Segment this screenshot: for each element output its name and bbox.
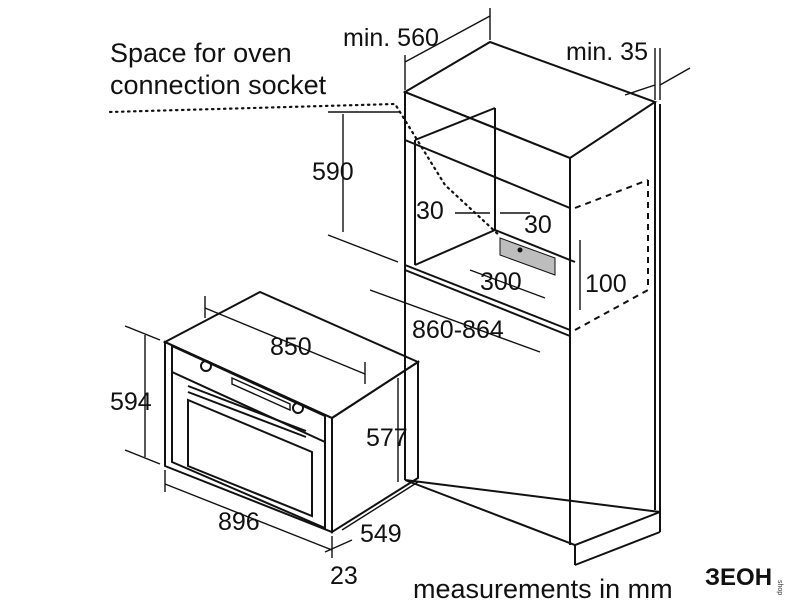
cabinet-bottom [404, 479, 661, 547]
dim-896-line [164, 483, 333, 551]
oven [162, 290, 421, 534]
upper-inner-line [414, 107, 496, 141]
dim-549: 549 [360, 520, 402, 548]
oven-display [231, 376, 291, 412]
dim-850: 850 [270, 333, 312, 361]
hidden-edge-bottom [574, 289, 649, 331]
oven-window [187, 398, 313, 518]
dim-min-560: min. 560 [343, 24, 439, 52]
dim-300: 300 [480, 268, 522, 296]
oven-handle-2 [187, 391, 307, 438]
dim-549-line [341, 481, 419, 531]
oven-front-inner [171, 344, 326, 530]
dim-100: 100 [585, 270, 627, 298]
logo-text: ЗЕОН [705, 564, 772, 591]
dim-35-line-a [624, 84, 656, 96]
oven-side [331, 360, 419, 534]
dim-594-ext-top [124, 325, 161, 341]
dim-35-line-b [659, 67, 691, 86]
oven-front [164, 340, 333, 534]
oven-knob-right [292, 402, 304, 414]
dim-560-line [404, 15, 491, 63]
dim-594: 594 [110, 388, 152, 416]
dim-30-right: 30 [524, 211, 552, 239]
dim-860-864: 860-864 [412, 316, 504, 344]
oven-knob-left [200, 360, 212, 372]
niche-floor-front [404, 264, 571, 331]
dim-23-line [324, 539, 353, 553]
logo-tag: shop [776, 580, 783, 595]
niche-floor-left [414, 229, 496, 266]
socket-label-line2: connection socket [110, 70, 327, 100]
niche-back-bottom [494, 229, 576, 263]
dim-23: 23 [330, 562, 358, 590]
oven-panel-line [171, 371, 326, 443]
dim-594-ext-bottom [124, 449, 161, 465]
brand-logo: ЗЕОН shop [705, 564, 783, 595]
oven-handle [187, 385, 307, 432]
niche-floor-front-2 [404, 269, 571, 337]
dim-590: 590 [312, 158, 354, 186]
footer-note: measurements in mm [413, 574, 673, 600]
dim-min-35: min. 35 [566, 38, 648, 66]
oven-dimensions: 850 594 577 896 549 23 [110, 296, 419, 590]
dim-577: 577 [366, 424, 408, 452]
cabinet-dimensions: min. 560 min. 35 590 30 30 300 100 860-8… [312, 8, 691, 353]
dim-850-line [204, 307, 366, 375]
dim-300-line [469, 269, 546, 299]
upper-compartment-front [404, 90, 571, 210]
socket-label-line1: Space for oven [110, 38, 292, 68]
dim-896: 896 [218, 508, 260, 536]
dim-590-ext-bottom [327, 234, 399, 263]
dim-30-left: 30 [416, 197, 444, 225]
dim-860-line [369, 289, 541, 353]
cabinet [402, 40, 661, 566]
plinth-bottom [574, 531, 661, 566]
socket-area [499, 237, 556, 276]
hidden-edge-top [574, 179, 649, 209]
socket-point [517, 247, 523, 253]
